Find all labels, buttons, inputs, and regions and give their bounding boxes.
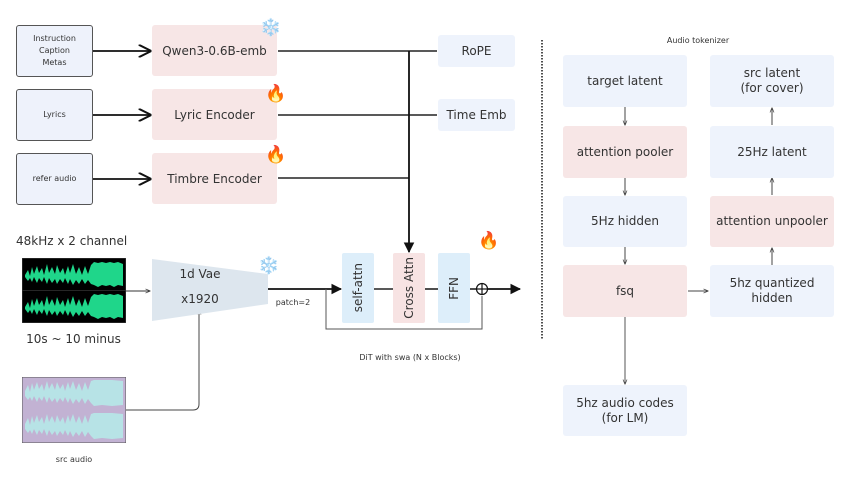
vae-name: 1d Vae	[179, 267, 221, 281]
target-latent-box: target latent	[563, 55, 687, 107]
arrow-src-audio-to-vae	[126, 310, 199, 411]
25hz-latent-box: 25Hz latent	[710, 126, 834, 178]
target-audio-waveform	[22, 258, 126, 323]
time-emb-box: Time Emb	[438, 99, 515, 131]
dit-caption: DiT with swa (N x Blocks)	[359, 352, 461, 362]
encoder-timbre: Timbre Encoder	[152, 153, 277, 204]
self-attn-block: self-attn	[342, 253, 374, 323]
snowflake-icon: ❄️	[258, 255, 280, 276]
5hz-hidden-box: 5Hz hidden	[563, 196, 687, 247]
encoder-label: Lyric Encoder	[174, 107, 255, 122]
5hz-quantized-hidden-box: 5hz quantized hidden	[710, 265, 834, 317]
duration-caption: 10s ~ 10 minus	[26, 332, 121, 346]
snowflake-icon: ❄️	[260, 17, 282, 38]
encoder-label: Qwen3-0.6B-emb	[162, 43, 267, 58]
target-audio-caption: 48kHz x 2 channel	[16, 234, 128, 248]
encoder-lyric: Lyric Encoder	[152, 89, 277, 140]
input-instruction-caption-metas: Instruction Caption Metas	[16, 25, 93, 77]
src-audio-caption: src audio	[55, 454, 93, 464]
vae-ratio: x1920	[181, 292, 219, 306]
input-lyrics: Lyrics	[16, 89, 93, 141]
5hz-audio-codes-box: 5hz audio codes (for LM)	[563, 385, 687, 436]
fire-icon: 🔥	[265, 83, 287, 104]
input-refer-audio: refer audio	[16, 153, 93, 205]
cross-attn-block: Cross Attn	[393, 253, 425, 323]
patch-label: patch=2	[275, 297, 311, 307]
tokenizer-title: Audio tokenizer	[666, 35, 730, 45]
ffn-label: FFN	[447, 276, 461, 300]
fire-icon: 🔥	[265, 144, 287, 165]
attention-pooler-box: attention pooler	[563, 126, 687, 178]
fire-icon: 🔥	[478, 230, 500, 251]
encoder-qwen3-emb: Qwen3-0.6B-emb	[152, 25, 277, 76]
fsq-box: fsq	[563, 265, 687, 317]
vae-shape	[152, 259, 268, 321]
self-attn-label: self-attn	[351, 263, 365, 313]
src-audio-waveform	[22, 377, 126, 443]
rope-box: RoPE	[438, 35, 515, 67]
ffn-block: FFN	[438, 253, 470, 323]
encoder-label: Timbre Encoder	[167, 171, 262, 186]
cross-attn-label: Cross Attn	[402, 257, 416, 319]
residual-connection	[325, 289, 483, 330]
attention-unpooler-box: attention unpooler	[710, 196, 834, 247]
src-latent-box: src latent (for cover)	[710, 55, 834, 107]
